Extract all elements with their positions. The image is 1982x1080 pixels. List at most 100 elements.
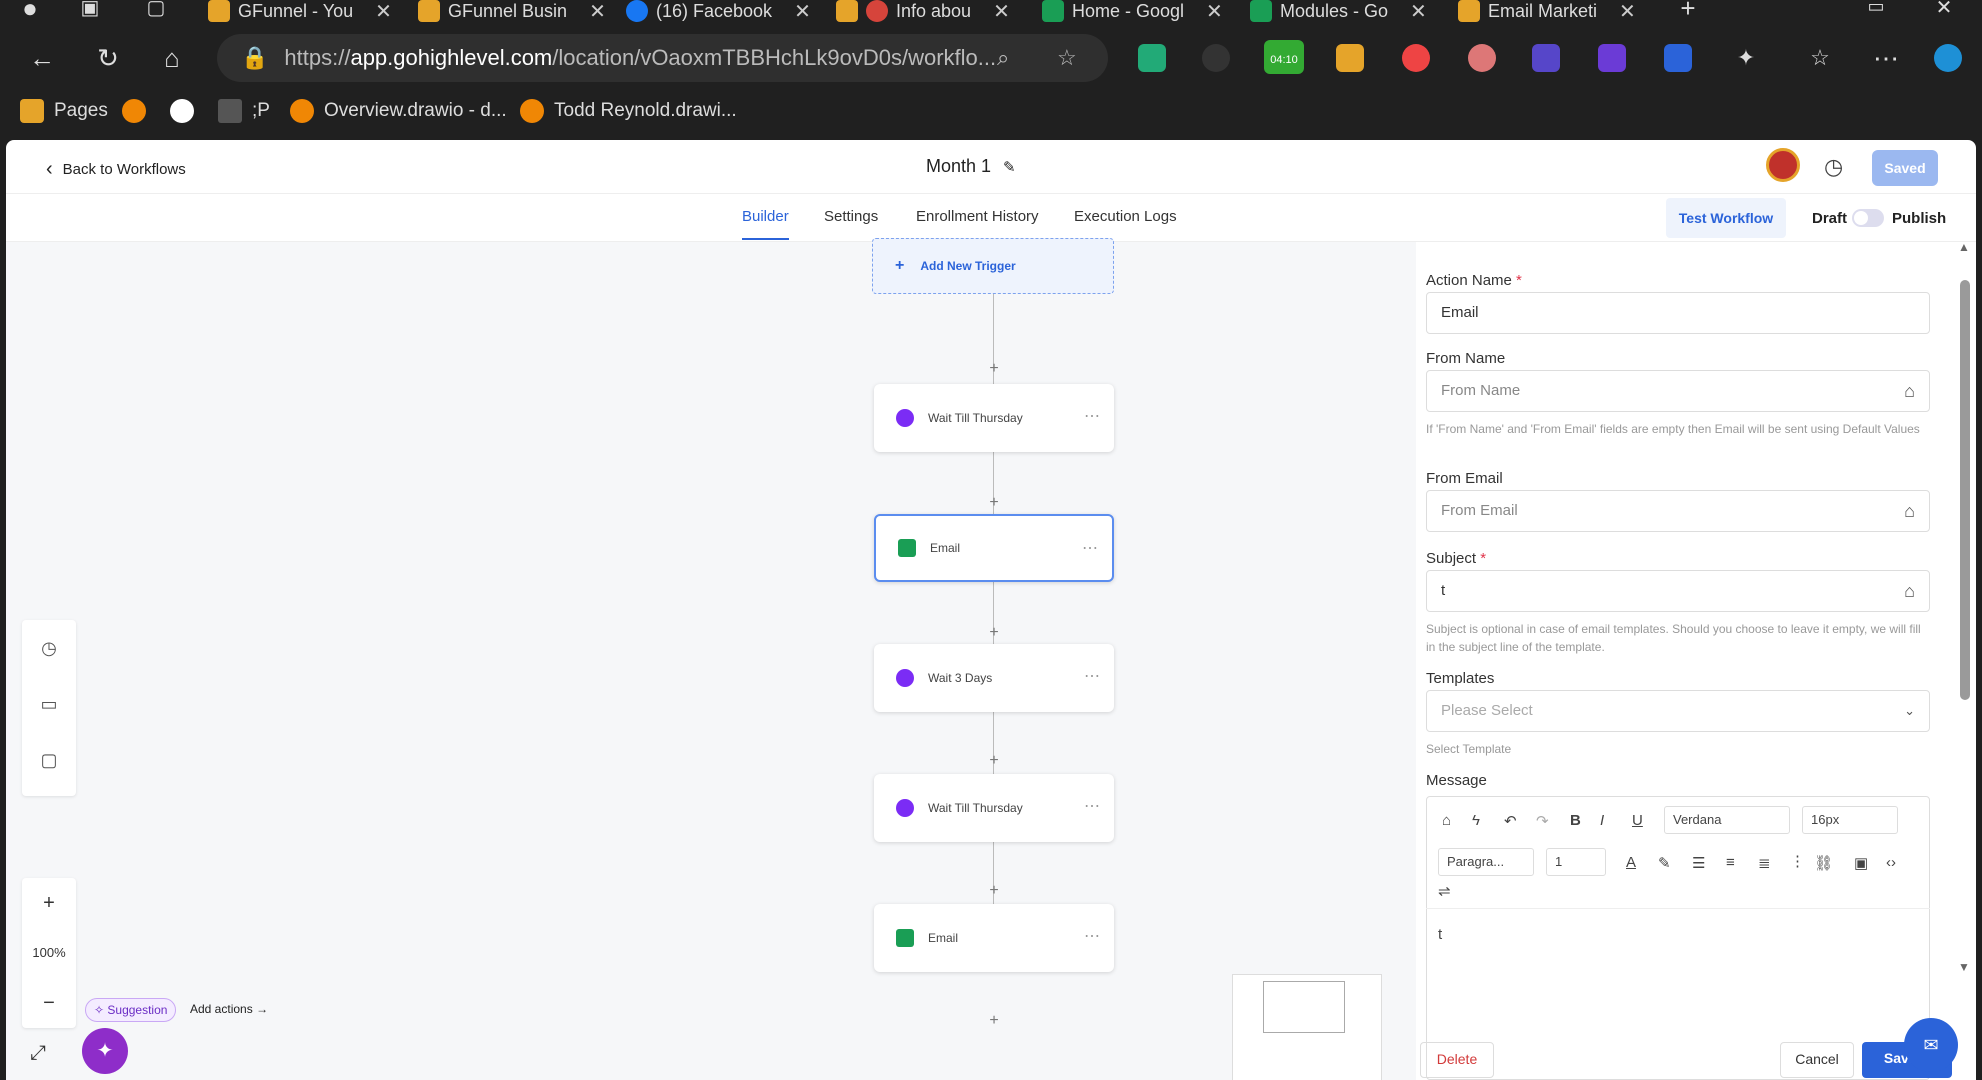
underline-icon[interactable]: U bbox=[1632, 812, 1643, 829]
bold-icon[interactable]: B bbox=[1570, 812, 1581, 829]
back-to-workflows-link[interactable]: ‹Back to Workflows bbox=[46, 158, 186, 180]
favorite-star-icon[interactable]: ☆ bbox=[1057, 45, 1077, 70]
node-menu-icon[interactable]: ⋯ bbox=[1082, 540, 1098, 557]
templates-select[interactable]: Please Select⌄ bbox=[1426, 690, 1930, 732]
bookmark-todd-reynold[interactable]: Todd Reynold.drawi... bbox=[520, 96, 737, 126]
add-step-icon[interactable]: + bbox=[989, 752, 999, 769]
subject-input[interactable]: t⌂ bbox=[1426, 570, 1930, 612]
chat-widget-icon[interactable]: ✉ bbox=[1904, 1018, 1958, 1072]
ai-assistant-icon[interactable]: ✦ bbox=[82, 1028, 128, 1074]
zoom-in-icon[interactable]: + bbox=[43, 892, 55, 914]
action-name-input[interactable]: Email bbox=[1426, 292, 1930, 334]
close-icon[interactable]: ✕ bbox=[589, 0, 606, 23]
new-tab-icon[interactable]: + bbox=[1680, 0, 1696, 23]
paragraph-select[interactable]: Paragra... bbox=[1438, 848, 1534, 876]
timer-extension-icon[interactable]: 04:10 bbox=[1264, 40, 1304, 74]
node-menu-icon[interactable]: ⋯ bbox=[1084, 928, 1100, 945]
extension-icon[interactable] bbox=[1138, 44, 1166, 72]
close-icon[interactable]: ✕ bbox=[1206, 0, 1223, 23]
cookie-extension-icon[interactable] bbox=[1468, 44, 1496, 72]
publish-toggle[interactable] bbox=[1852, 209, 1884, 227]
tab-builder[interactable]: Builder bbox=[742, 208, 789, 240]
home-icon[interactable]: ⌂ bbox=[164, 43, 180, 73]
history-icon[interactable]: ◷ bbox=[1824, 154, 1844, 179]
close-icon[interactable]: ✕ bbox=[794, 0, 811, 23]
pencil-icon[interactable]: ✎ bbox=[1003, 158, 1016, 176]
back-icon[interactable]: ← bbox=[29, 43, 55, 73]
add-step-icon[interactable]: + bbox=[989, 360, 999, 377]
tab-home-google[interactable]: Home - Googl✕ bbox=[1042, 0, 1223, 23]
add-actions-link[interactable]: Add actions → bbox=[190, 1002, 269, 1016]
workflow-title[interactable]: Month 1✎ bbox=[926, 156, 1016, 176]
refresh-icon[interactable]: ↻ bbox=[97, 43, 119, 73]
node-wait-till-thursday[interactable]: Wait Till Thursday⋯ bbox=[874, 384, 1114, 452]
close-icon[interactable]: ✕ bbox=[1619, 0, 1636, 23]
wrap-icon[interactable]: ⇌ bbox=[1438, 883, 1451, 900]
address-bar[interactable]: 🔒 https://app.gohighlevel.com/location/v… bbox=[217, 34, 1108, 82]
bookmark-drawio[interactable] bbox=[122, 96, 146, 126]
add-step-icon[interactable]: + bbox=[989, 624, 999, 641]
link-icon[interactable]: ⛓ bbox=[1814, 855, 1834, 872]
align-icon[interactable]: ≣ bbox=[1758, 855, 1771, 872]
add-step-icon[interactable]: + bbox=[989, 882, 999, 899]
extension-icon[interactable] bbox=[1664, 44, 1692, 72]
saved-button[interactable]: Saved bbox=[1872, 150, 1938, 186]
restore-icon[interactable]: ▭ bbox=[1867, 0, 1885, 16]
node-menu-icon[interactable]: ⋯ bbox=[1084, 408, 1100, 425]
tab-email-marketing[interactable]: Email Marketi✕ bbox=[1458, 0, 1636, 23]
more-options-icon[interactable]: ⋮ bbox=[1790, 853, 1805, 870]
extension-icon[interactable] bbox=[1532, 44, 1560, 72]
extension-icon[interactable] bbox=[1202, 44, 1230, 72]
zoom-icon[interactable]: ⌕ bbox=[997, 45, 1010, 70]
profile-icon[interactable]: ● bbox=[22, 0, 38, 23]
tab-execution-logs[interactable]: Execution Logs bbox=[1074, 208, 1177, 225]
message-editor[interactable] bbox=[1426, 796, 1930, 1080]
account-logo[interactable] bbox=[1766, 148, 1800, 182]
delete-button[interactable]: Delete bbox=[1420, 1042, 1494, 1078]
more-menu-icon[interactable]: ⋯ bbox=[1873, 43, 1899, 73]
tab-info[interactable]: Info abou✕ bbox=[836, 0, 1010, 23]
bookmark-google[interactable] bbox=[170, 96, 194, 126]
extension-icon[interactable] bbox=[1336, 44, 1364, 72]
extension-icon[interactable] bbox=[1598, 44, 1626, 72]
redo-icon[interactable]: ↷ bbox=[1536, 813, 1549, 830]
text-color-icon[interactable]: A bbox=[1626, 854, 1637, 871]
close-icon[interactable]: ✕ bbox=[375, 0, 392, 23]
note-icon[interactable]: ▢ bbox=[40, 750, 58, 770]
image-icon[interactable]: ▣ bbox=[1854, 855, 1869, 872]
add-trigger-button[interactable]: +Add New Trigger bbox=[872, 238, 1114, 294]
workflow-canvas[interactable]: +Add New Trigger + Wait Till Thursday⋯ +… bbox=[6, 238, 1416, 1080]
add-step-icon[interactable]: + bbox=[989, 1012, 999, 1029]
node-menu-icon[interactable]: ⋯ bbox=[1084, 798, 1100, 815]
node-email[interactable]: Email⋯ bbox=[874, 514, 1114, 582]
scrollbar-thumb[interactable] bbox=[1960, 280, 1970, 700]
highlight-icon[interactable]: ✎ bbox=[1658, 855, 1671, 872]
minimap[interactable] bbox=[1232, 974, 1382, 1080]
favorites-icon[interactable]: ☆ bbox=[1810, 45, 1830, 70]
copilot-icon[interactable] bbox=[1934, 44, 1962, 72]
bookmark-overview-drawio[interactable]: Overview.drawio - d... bbox=[290, 96, 507, 126]
test-workflow-button[interactable]: Test Workflow bbox=[1666, 198, 1786, 238]
tab-gfunnel-you[interactable]: GFunnel - You✕ bbox=[208, 0, 392, 23]
font-family-select[interactable]: Verdana bbox=[1664, 806, 1790, 834]
tab-enrollment-history[interactable]: Enrollment History bbox=[916, 208, 1039, 225]
zoom-out-icon[interactable]: − bbox=[43, 992, 55, 1014]
undo-icon[interactable]: ↶ bbox=[1504, 813, 1517, 830]
close-icon[interactable]: ✕ bbox=[993, 0, 1010, 23]
message-body[interactable]: t bbox=[1438, 926, 1443, 943]
tag-icon[interactable]: ⌂ bbox=[1904, 501, 1915, 521]
font-size-select[interactable]: 16px bbox=[1802, 806, 1898, 834]
tag-icon[interactable]: ⌂ bbox=[1904, 381, 1915, 401]
bullet-list-icon[interactable]: ☰ bbox=[1692, 855, 1706, 872]
close-icon[interactable]: ✕ bbox=[1410, 0, 1427, 23]
line-height-select[interactable]: 1 bbox=[1546, 848, 1606, 876]
add-step-icon[interactable]: + bbox=[989, 494, 999, 511]
cancel-button[interactable]: Cancel bbox=[1780, 1042, 1854, 1078]
tag-icon[interactable]: ⌂ bbox=[1904, 581, 1915, 601]
tab-facebook[interactable]: (16) Facebook✕ bbox=[626, 0, 811, 23]
scroll-down-icon[interactable]: ▼ bbox=[1958, 960, 1970, 974]
panel-scrollbar[interactable]: ▲▼ bbox=[1954, 240, 1976, 1080]
minimap-viewport[interactable] bbox=[1263, 981, 1345, 1033]
tag-icon[interactable]: ⌂ bbox=[1442, 812, 1452, 829]
tab-actions-icon[interactable]: ▢ bbox=[146, 0, 166, 19]
